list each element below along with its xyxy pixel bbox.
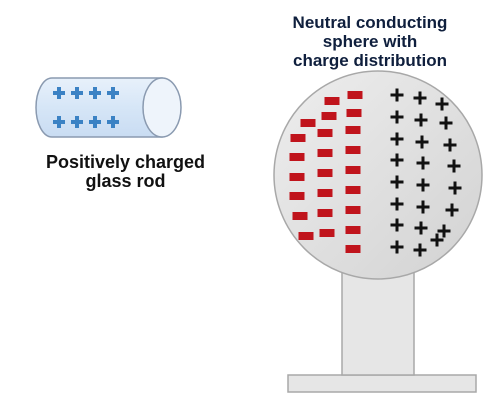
sphere-positive-charge bbox=[390, 197, 404, 211]
sphere-negative-charge bbox=[321, 112, 337, 120]
rod-body bbox=[35, 77, 163, 138]
rod-positive-charge bbox=[53, 87, 65, 99]
sphere-positive-charge bbox=[416, 200, 430, 214]
sphere-positive-charge bbox=[390, 88, 404, 102]
rod-positive-charge bbox=[71, 116, 83, 128]
sphere-negative-charge bbox=[317, 129, 333, 137]
sphere-positive-charge bbox=[390, 132, 404, 146]
sphere-negative-charge bbox=[345, 226, 361, 234]
sphere-positive-charge bbox=[447, 159, 461, 173]
sphere-positive-charge bbox=[390, 240, 404, 254]
rod-charges bbox=[53, 87, 119, 128]
sphere-positive-charge bbox=[390, 218, 404, 232]
sphere-negative-charge bbox=[347, 91, 363, 99]
rod-positive-charge bbox=[89, 116, 101, 128]
sphere-negative-charge bbox=[319, 229, 335, 237]
sphere-negative-charge bbox=[292, 212, 308, 220]
sphere-positive-charge bbox=[416, 178, 430, 192]
sphere-positive-charge bbox=[414, 221, 428, 235]
sphere-positive-charge bbox=[416, 156, 430, 170]
sphere-stand bbox=[287, 264, 477, 393]
sphere-negative-charge bbox=[345, 245, 361, 253]
sphere-negative-charge bbox=[300, 119, 316, 127]
conducting-sphere bbox=[273, 70, 483, 280]
sphere-negative-charge bbox=[298, 232, 314, 240]
sphere-positive-charge bbox=[437, 224, 451, 238]
sphere-negative-charge bbox=[345, 166, 361, 174]
sphere-negative-charge bbox=[346, 109, 362, 117]
sphere-negative-charge bbox=[345, 186, 361, 194]
sphere-negative-charge bbox=[289, 192, 305, 200]
sphere-negative-charge bbox=[345, 146, 361, 154]
sphere-positive-charge bbox=[413, 91, 427, 105]
sphere-positive-charge bbox=[430, 233, 444, 247]
sphere-positive-charge bbox=[439, 116, 453, 130]
sphere-negative-charge bbox=[317, 209, 333, 217]
sphere-positive-charge bbox=[390, 175, 404, 189]
sphere-negative-charge bbox=[345, 206, 361, 214]
sphere-positive-charge bbox=[435, 97, 449, 111]
sphere-positive-charges bbox=[390, 88, 462, 257]
rod-label: Positively charged glass rod bbox=[45, 152, 206, 191]
sphere-negative-charge bbox=[290, 134, 306, 142]
rod-positive-charge bbox=[107, 116, 119, 128]
sphere-negative-charge bbox=[324, 97, 340, 105]
rod-positive-charge bbox=[53, 116, 65, 128]
stand-post bbox=[341, 264, 415, 376]
sphere-negative-charge bbox=[345, 126, 361, 134]
sphere-negative-charge bbox=[317, 149, 333, 157]
sphere-negative-charge bbox=[317, 189, 333, 197]
sphere-negative-charges bbox=[289, 91, 363, 253]
rod-positive-charge bbox=[89, 87, 101, 99]
sphere-positive-charge bbox=[413, 243, 427, 257]
stand-base bbox=[287, 374, 477, 393]
sphere-positive-charge bbox=[443, 138, 457, 152]
sphere-label: Neutral conducting sphere with charge di… bbox=[292, 13, 448, 70]
sphere-positive-charge bbox=[414, 113, 428, 127]
sphere-positive-charge bbox=[390, 110, 404, 124]
glass-rod bbox=[35, 77, 182, 138]
sphere-positive-charge bbox=[390, 153, 404, 167]
sphere-negative-charge bbox=[289, 153, 305, 161]
sphere-negative-charge bbox=[289, 173, 305, 181]
sphere-positive-charge bbox=[448, 181, 462, 195]
rod-end-cap bbox=[142, 77, 182, 138]
sphere-body bbox=[273, 70, 483, 280]
rod-positive-charge bbox=[71, 87, 83, 99]
rod-positive-charge bbox=[107, 87, 119, 99]
sphere-positive-charge bbox=[445, 203, 459, 217]
sphere-positive-charge bbox=[415, 135, 429, 149]
sphere-negative-charge bbox=[317, 169, 333, 177]
